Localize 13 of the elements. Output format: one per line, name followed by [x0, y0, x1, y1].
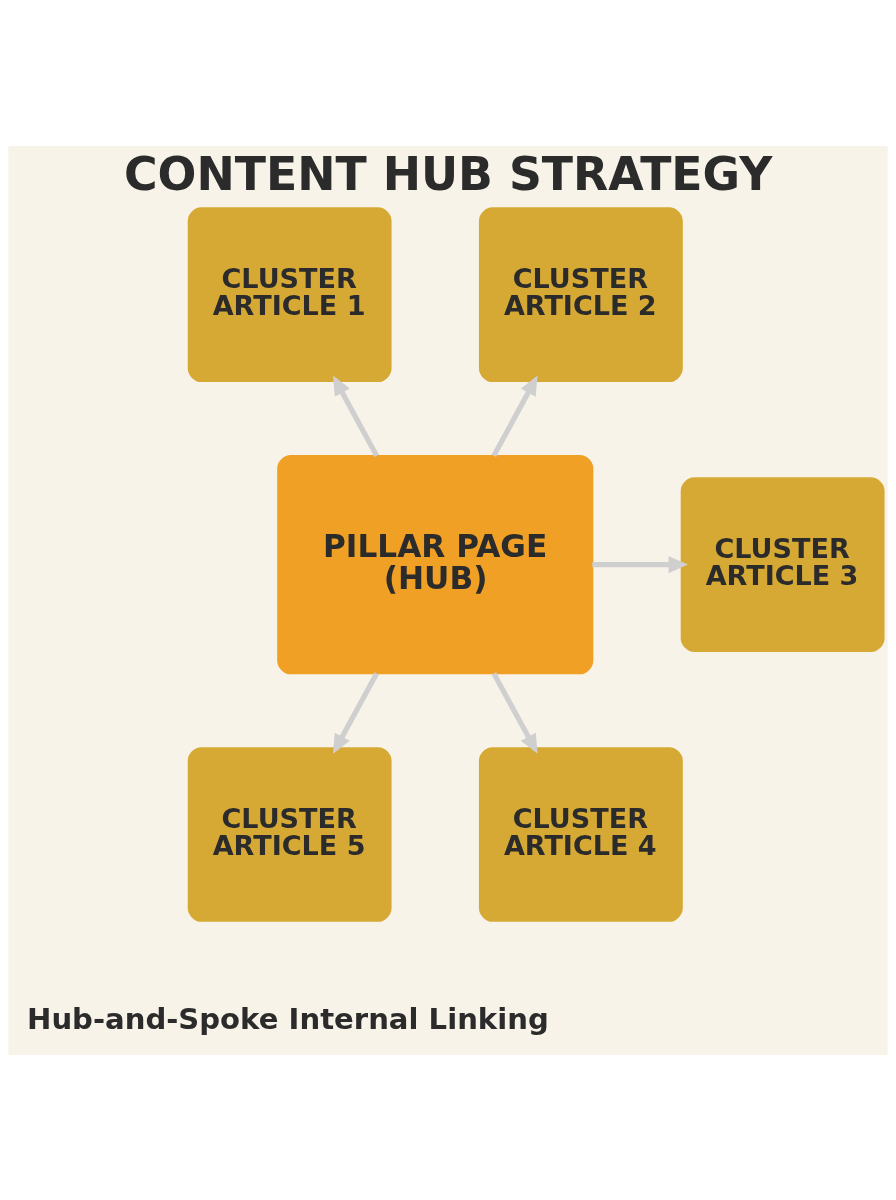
arrow [491, 671, 538, 754]
node-box: CLUSTER ARTICLE 4 [478, 746, 683, 922]
node-box: CLUSTER ARTICLE 3 [680, 476, 885, 652]
node-box: PILLAR PAGE (HUB) [277, 454, 594, 674]
node-box: CLUSTER ARTICLE 5 [187, 746, 392, 922]
diagram-title: CONTENT HUB STRATEGY [124, 147, 773, 201]
arrow [592, 555, 688, 573]
arrow [333, 375, 379, 457]
node-box: CLUSTER ARTICLE 1 [187, 206, 392, 382]
arrow [491, 375, 538, 457]
node-box: CLUSTER ARTICLE 2 [478, 206, 683, 382]
arrow [332, 671, 379, 754]
caption: Hub-and-Spoke Internal Linking [27, 1001, 549, 1036]
